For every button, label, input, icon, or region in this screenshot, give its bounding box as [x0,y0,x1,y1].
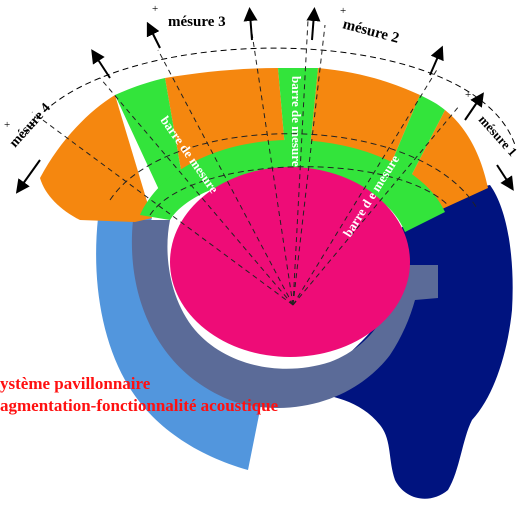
plus-sign-1: + [4,119,10,131]
plus-sign-4: + [465,89,471,101]
dashed-arc-outer [24,47,516,146]
dashed-arc-mid [109,133,479,211]
label-mesure-4: mésure 4 [7,101,54,151]
plus-sign-2: + [152,3,158,15]
green-bar-outer-left [115,78,182,192]
green-bar-outer-right [385,95,445,178]
dashed-arc-inner [149,166,449,216]
label-mesure-1: mésure 1 [476,112,518,159]
measure-arrows [15,7,514,194]
label-barre-center: barre de mesure [289,76,304,167]
label-mesure-3: mésure 3 [168,14,226,30]
orange-segment-1 [410,110,488,210]
label-mesure-2: mésure 2 [341,16,401,46]
green-inner-ring [140,140,445,232]
orange-segment-4 [40,95,152,222]
plus-sign-3: + [340,5,346,17]
green-bar-outer-center [278,68,318,148]
navy-body [305,185,513,499]
radial-lines [31,19,461,306]
slate-ring [131,220,438,408]
caption-line-1: ystème pavillonnaire [0,374,151,393]
caption-line-2: agmentation-fonctionnalité acoustique [0,396,279,415]
magenta-core [170,167,410,357]
